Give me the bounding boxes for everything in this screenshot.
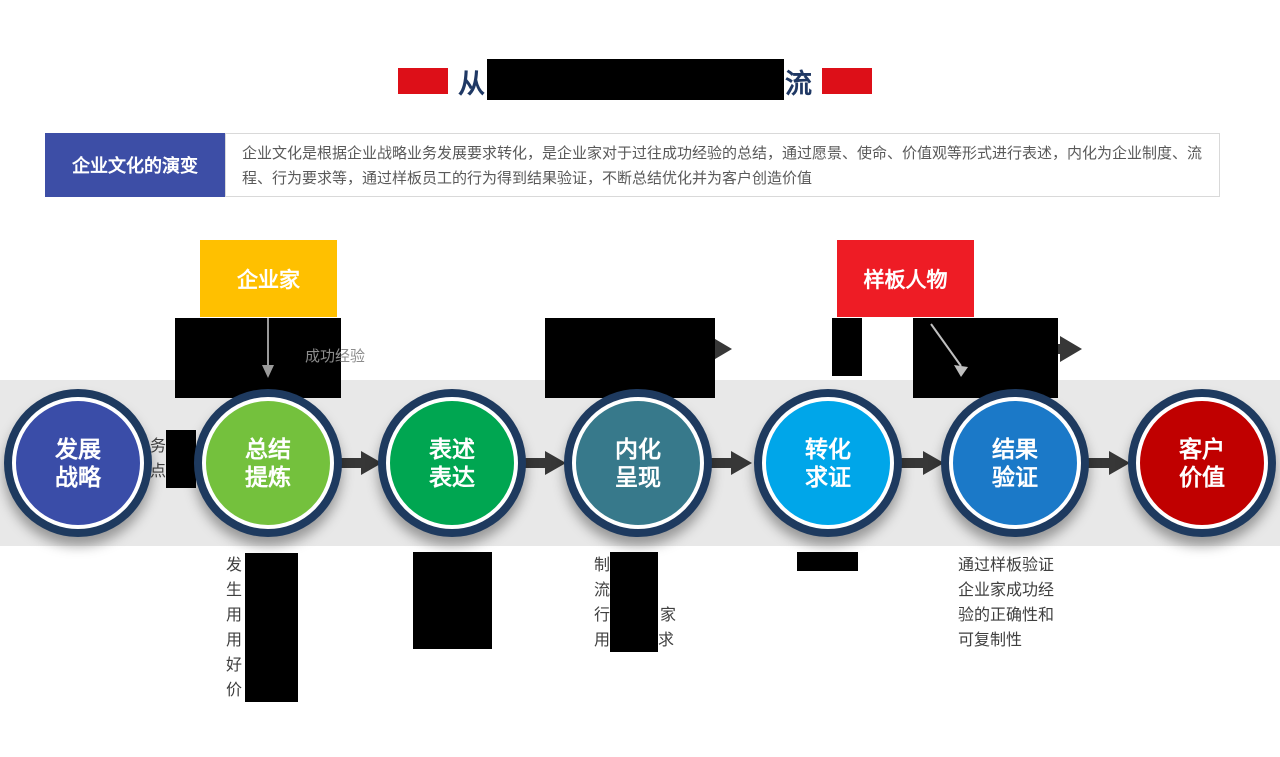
- step-circle-fill: 转化 求证: [762, 397, 894, 529]
- step-label: 价值: [1179, 464, 1225, 490]
- redaction-box: [610, 552, 658, 652]
- step-circle-fill: 表述 表达: [386, 397, 518, 529]
- step-label: 总结: [245, 436, 291, 462]
- page-title-fragment-right: 流: [785, 69, 812, 99]
- flow-arrow: [707, 450, 753, 481]
- step-label: 求证: [805, 464, 851, 490]
- step-label: 表达: [429, 464, 475, 490]
- band-note-fragment: 务 点: [150, 438, 167, 480]
- step-label: 战略: [55, 464, 101, 490]
- step-circle-internalize: 内化 呈现: [564, 389, 712, 537]
- step-label: 客户: [1179, 436, 1225, 462]
- step-circle-result-validate: 结果 验证: [941, 389, 1089, 537]
- redaction-box: [413, 552, 492, 649]
- title-accent-left: [398, 68, 448, 94]
- redaction-box: [832, 318, 862, 376]
- step-label: 呈现: [615, 464, 661, 490]
- flow-arrow: [899, 450, 945, 481]
- note-step6: 通过样板验证 企业家成功经 验的正确性和 可复制性: [958, 557, 1055, 649]
- redaction-box: [487, 59, 784, 100]
- redaction-box: [545, 318, 715, 398]
- step-label: 表述: [429, 436, 475, 462]
- entrepreneur-tag: 企业家: [200, 240, 337, 317]
- step-circle-fill: 内化 呈现: [572, 397, 704, 529]
- step-circle-development-strategy: 发展 战略: [4, 389, 152, 537]
- section-description: 企业文化是根据企业战略业务发展要求转化，是企业家对于过往成功经验的总结，通过愿景…: [225, 133, 1220, 197]
- flow-arrow: [1050, 334, 1084, 369]
- step-circle-express: 表述 表达: [378, 389, 526, 537]
- success-experience-label: 成功经验: [305, 348, 366, 365]
- step-label: 发展: [55, 436, 101, 462]
- step-circle-transform-verify: 转化 求证: [754, 389, 902, 537]
- step-circle-customer-value: 客户 价值: [1128, 389, 1276, 537]
- flow-arrow: [337, 450, 383, 481]
- role-model-diagonal-arrow: [925, 320, 975, 387]
- note-step4-fragment: 求: [658, 632, 675, 649]
- step-circle-summarize-refine: 总结 提炼: [194, 389, 342, 537]
- entrepreneur-down-arrow: [260, 318, 276, 385]
- redaction-box: [245, 553, 298, 702]
- step-label: 结果: [992, 436, 1038, 462]
- redaction-box: [166, 430, 196, 488]
- redaction-box: [175, 318, 341, 398]
- note-step4: 制 流 行 用: [594, 557, 611, 649]
- role-model-tag: 样板人物: [837, 240, 974, 317]
- step-circle-fill: 总结 提炼: [202, 397, 334, 529]
- step-circle-fill: 结果 验证: [949, 397, 1081, 529]
- step-label: 转化: [805, 436, 851, 462]
- step-label: 验证: [992, 464, 1038, 490]
- step-label: 提炼: [245, 464, 291, 490]
- redaction-box: [797, 552, 858, 571]
- note-step2: 发 生 用 用 好 价: [226, 557, 243, 699]
- section-label: 企业文化的演变: [45, 133, 225, 197]
- note-step4-fragment: 家: [660, 607, 677, 624]
- flow-arrow: [521, 450, 567, 481]
- step-label: 内化: [615, 436, 661, 462]
- flow-arrow: [1085, 450, 1131, 481]
- step-circle-fill: 发展 战略: [12, 397, 144, 529]
- title-accent-right: [822, 68, 872, 94]
- step-circle-fill: 客户 价值: [1136, 397, 1268, 529]
- flow-arrow: [700, 334, 734, 369]
- page-title-fragment-left: 从: [458, 69, 485, 99]
